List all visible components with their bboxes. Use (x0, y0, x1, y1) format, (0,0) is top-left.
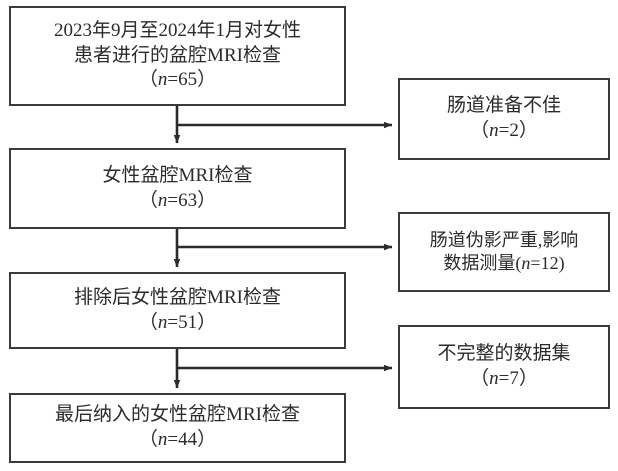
count-variable: n (157, 311, 168, 333)
node-exclusion-artifact: 肠道伪影严重,影响 数据测量(n=12) (398, 212, 610, 292)
node-exclusion-bowel-prep-count: （n=2） (470, 119, 538, 144)
node-enrolled-line-2: 患者进行的盆腔MRI检查 (74, 44, 281, 66)
node-screened: 女性盆腔MRI检查 （n=63） (9, 148, 346, 229)
count-close-paren: ） (197, 189, 217, 211)
node-excluded: 排除后女性盆腔MRI检查 （n=51） (9, 272, 346, 349)
count-value: =65 (167, 69, 198, 91)
count-variable: n (521, 253, 531, 273)
count-close-paren: ） (197, 429, 217, 450)
count-close-paren: ) (558, 253, 565, 273)
count-open-paren: （ (138, 311, 158, 333)
node-exclusion-artifact-line-1: 肠道伪影严重,影响 (429, 229, 579, 250)
node-screened-line-1: 女性盆腔MRI检查 (102, 164, 253, 186)
count-value: =2 (498, 120, 519, 141)
node-final: 最后纳入的女性盆腔MRI检查 （n=44） (9, 393, 346, 463)
count-open-paren: （ (138, 69, 158, 91)
node-enrolled-line-1: 2023年9月至2024年1月对女性 (53, 19, 301, 41)
node-exclusion-artifact-count: 数据测量(n=12) (443, 252, 564, 275)
count-open-paren: （ (470, 120, 490, 141)
count-variable: n (157, 429, 168, 450)
count-open-paren: （ (138, 189, 158, 211)
count-value: =7 (498, 368, 519, 389)
count-variable: n (489, 368, 499, 389)
node-exclusion-bowel-prep-line-1: 肠道准备不佳 (446, 95, 561, 117)
count-close-paren: ） (197, 69, 217, 91)
count-value: =44 (167, 429, 198, 450)
node-excluded-line-1: 排除后女性盆腔MRI检查 (74, 286, 281, 308)
count-variable: n (157, 189, 168, 211)
node-exclusion-bowel-prep: 肠道准备不佳 （n=2） (398, 78, 610, 160)
node-enrolled: 2023年9月至2024年1月对女性 患者进行的盆腔MRI检查 （n=65） (9, 6, 346, 106)
count-open-paren: （ (470, 368, 490, 389)
node-excluded-count: （n=51） (139, 311, 216, 336)
node-enrolled-count: （n=65） (139, 68, 216, 93)
count-open-paren: （ (138, 429, 158, 450)
count-open-paren: 数据测量( (443, 253, 522, 273)
count-value: =12 (530, 253, 559, 273)
count-variable: n (157, 69, 168, 91)
count-value: =51 (167, 311, 198, 333)
node-final-count: （n=44） (139, 428, 216, 453)
count-close-paren: ） (197, 311, 217, 333)
count-close-paren: ） (518, 368, 538, 389)
node-exclusion-incomplete: 不完整的数据集 （n=7） (398, 325, 610, 409)
node-exclusion-incomplete-count: （n=7） (470, 367, 538, 392)
node-exclusion-incomplete-line-1: 不完整的数据集 (437, 343, 571, 365)
count-value: =63 (167, 189, 198, 211)
count-close-paren: ） (518, 120, 538, 141)
node-final-line-1: 最后纳入的女性盆腔MRI检查 (55, 404, 300, 426)
count-variable: n (489, 120, 499, 141)
node-screened-count: （n=63） (139, 189, 216, 214)
